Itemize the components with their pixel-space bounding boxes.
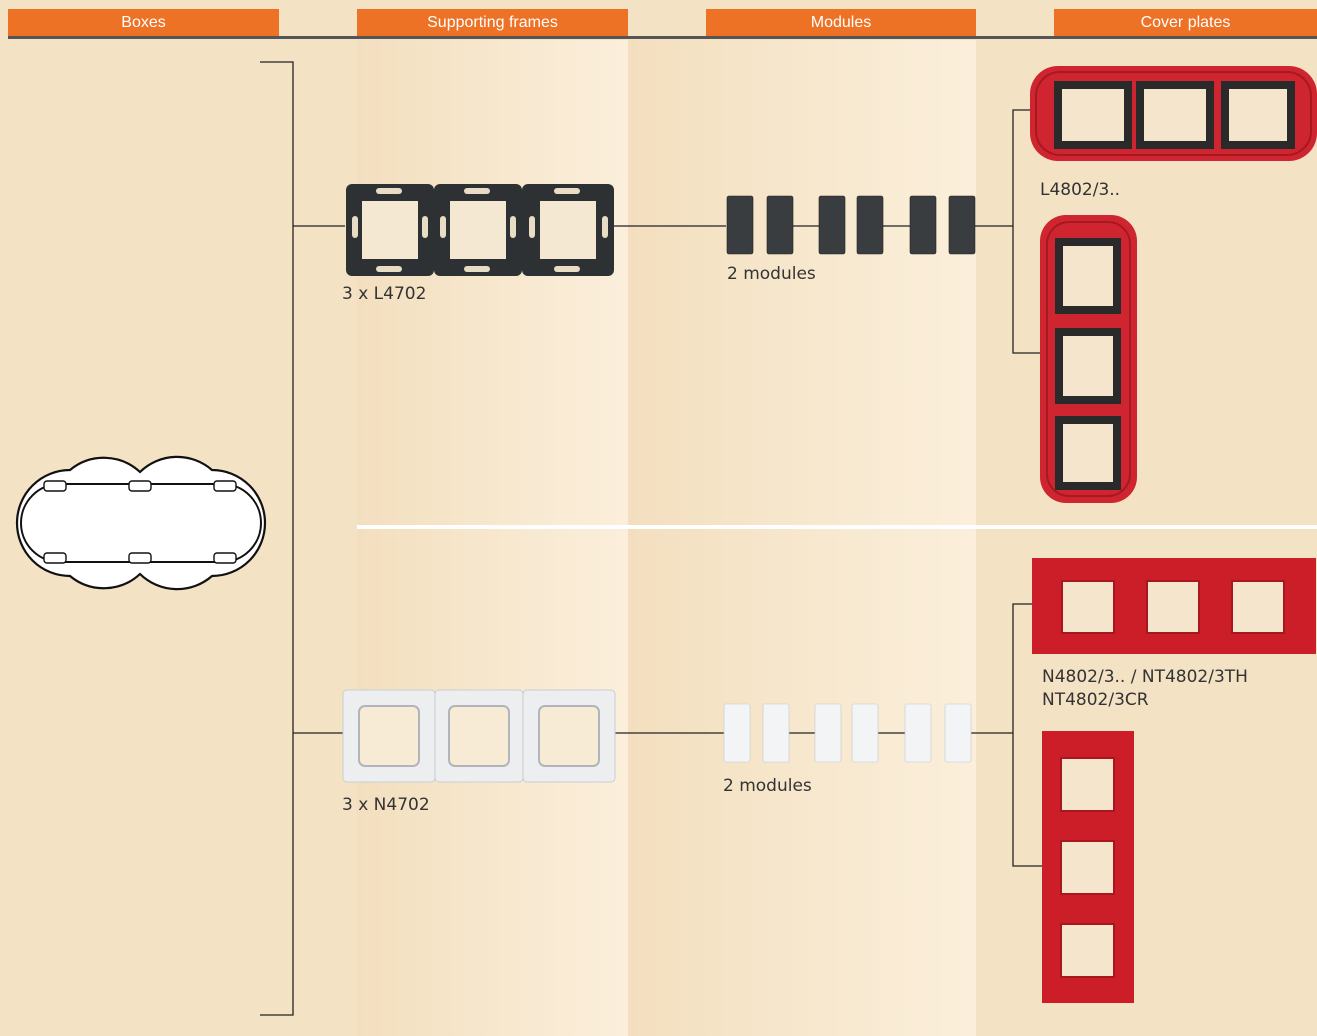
module-joiners <box>789 225 910 734</box>
row1-module-label: 2 modules <box>727 264 816 284</box>
row2-plate-bracket <box>1012 603 1042 867</box>
row2-plate-vertical <box>1042 731 1134 1003</box>
row-separator <box>357 525 1317 529</box>
connector-lines <box>260 61 1042 1016</box>
row1-plate-label: L4802/3.. <box>1040 180 1121 200</box>
cover-plates-header: Cover plates <box>1054 9 1317 36</box>
row2-modules-image <box>723 703 972 763</box>
frame-module-1 <box>342 689 436 783</box>
row2-plate-label-1: N4802/3.. / NT4802/3TH <box>1042 667 1248 687</box>
frame-module-1 <box>346 184 434 276</box>
row1-plate-bracket <box>1012 109 1040 354</box>
row1-frame-image <box>346 184 614 276</box>
row2-frame-image <box>342 689 616 783</box>
frame-module-3 <box>522 689 616 783</box>
boxes-header: Boxes <box>8 9 279 36</box>
row2-plate-label-2: NT4802/3CR <box>1042 690 1149 710</box>
header-rule <box>8 36 1317 39</box>
frame-module-3 <box>522 184 614 276</box>
box-bracket <box>260 61 294 1016</box>
row1-plate-vertical <box>1040 215 1137 503</box>
triple-box-icon <box>15 455 267 591</box>
modules-header: Modules <box>706 9 976 36</box>
row1-modules-image <box>726 195 976 255</box>
frame-module-2 <box>434 689 524 783</box>
supporting-frames-header: Supporting frames <box>357 9 628 36</box>
row2-plate-horizontal <box>1032 558 1316 654</box>
row1-plate-horizontal <box>1030 66 1317 161</box>
row2-frame-label: 3 x N4702 <box>342 795 430 815</box>
frame-module-2 <box>434 184 522 276</box>
row2-module-label: 2 modules <box>723 776 812 796</box>
row1-frame-label: 3 x L4702 <box>342 284 427 304</box>
